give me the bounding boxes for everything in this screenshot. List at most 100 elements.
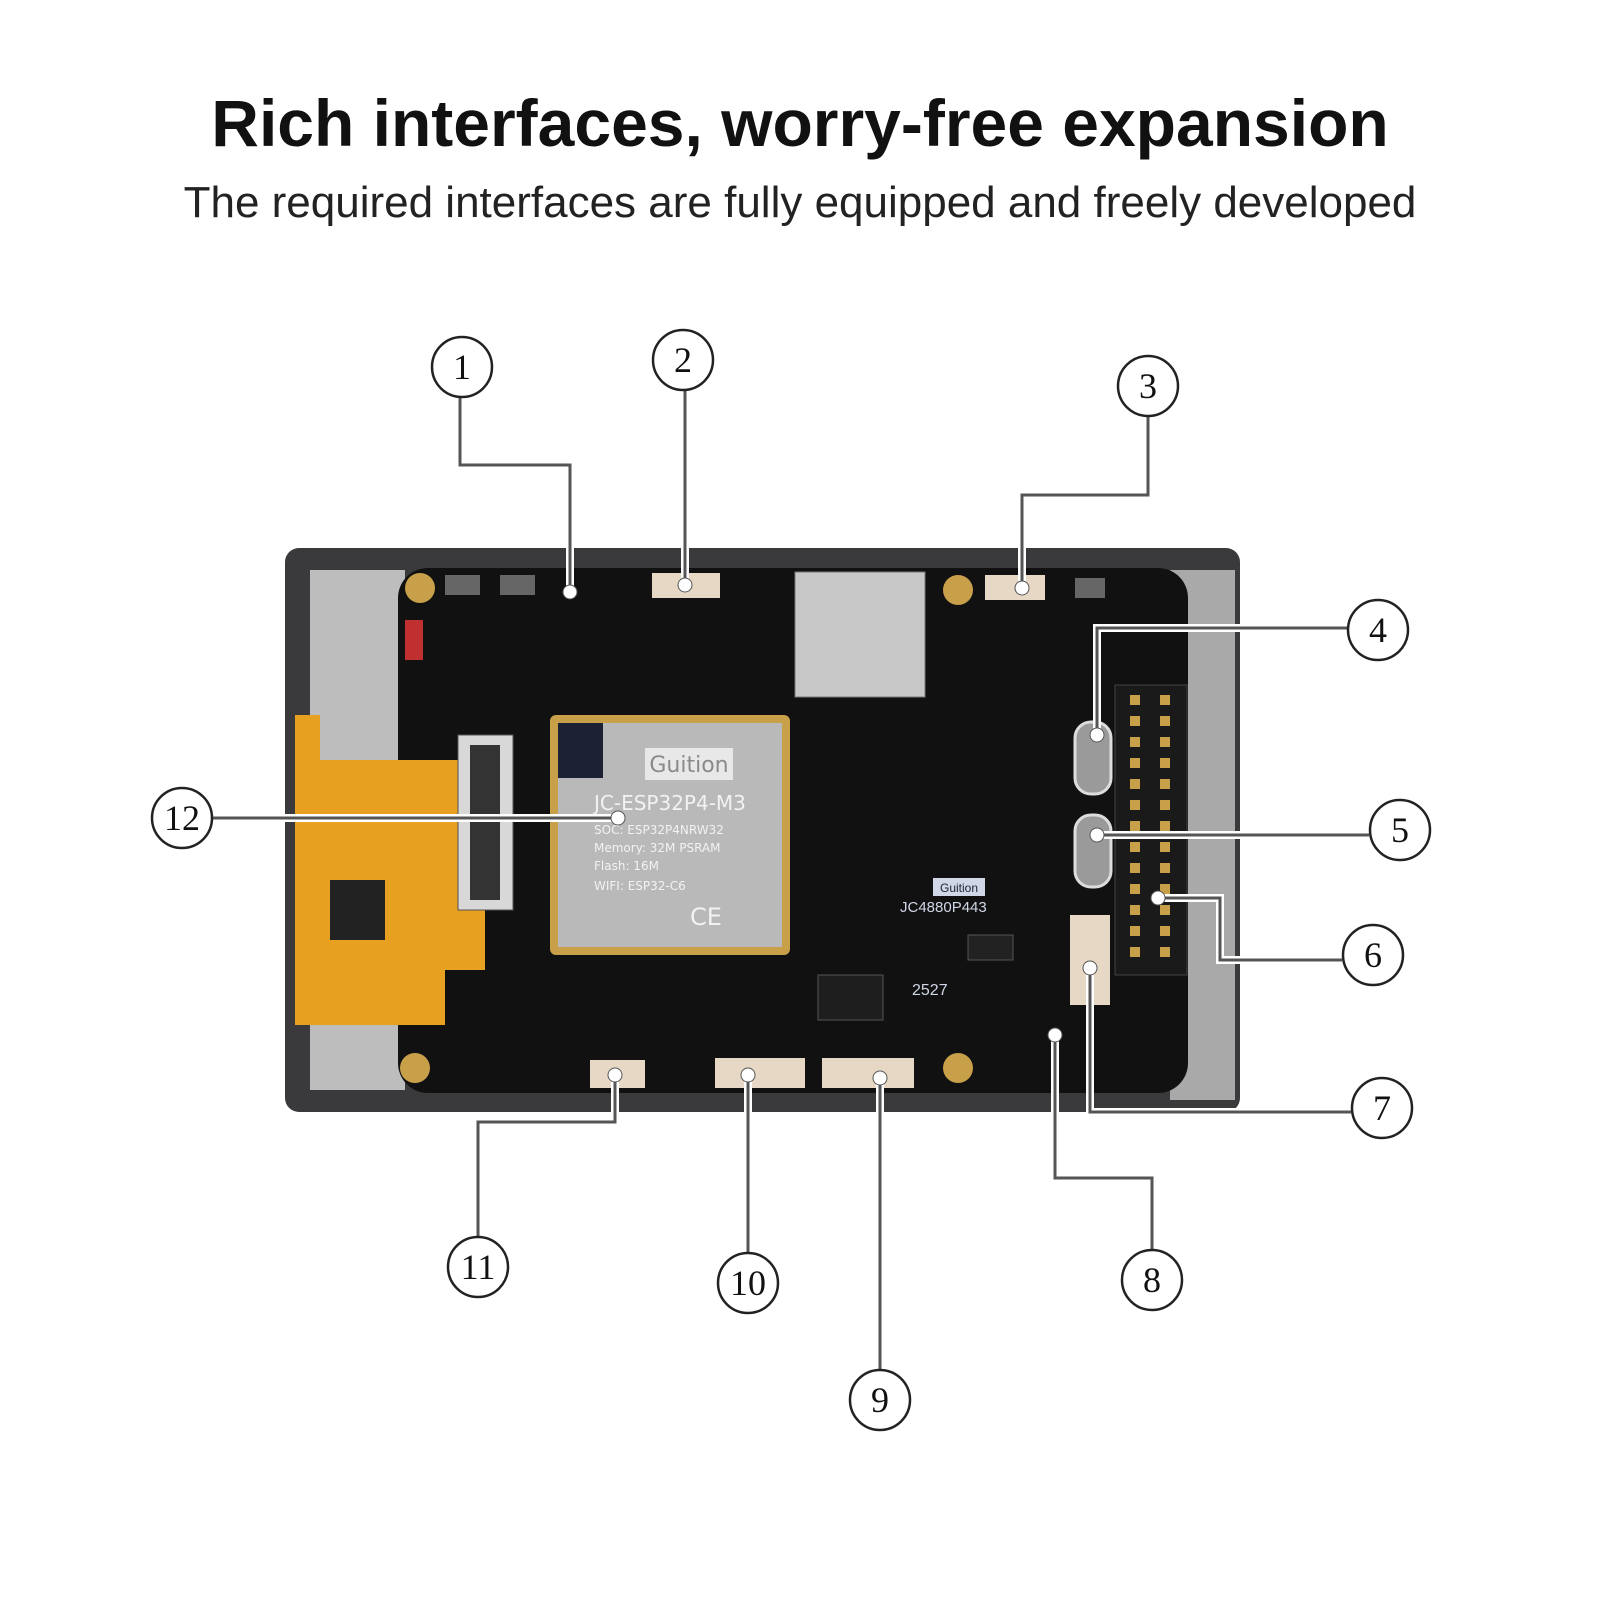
callout-number: 10 [730, 1263, 766, 1303]
header-pin [1130, 716, 1140, 726]
callout-dot [610, 810, 626, 826]
pin-header [1114, 684, 1188, 976]
module-brand: Guition [649, 753, 728, 778]
callout-number: 6 [1364, 935, 1382, 975]
callout-dot [1014, 580, 1030, 596]
header-pin [1130, 926, 1140, 936]
module-wifi: WIFI: ESP32-C6 [594, 879, 686, 893]
connector [715, 1058, 805, 1088]
callout-number: 11 [461, 1247, 496, 1287]
pcb [398, 568, 1188, 1093]
header-pin [1160, 737, 1170, 747]
sd-card-slot [794, 571, 926, 698]
callout-dot [677, 577, 693, 593]
callout-circle-1 [430, 335, 494, 399]
chip [967, 934, 1014, 961]
callout-circle-7 [1350, 1076, 1414, 1140]
callout-number: 4 [1369, 610, 1387, 650]
button [500, 575, 535, 595]
callout-circle-9 [848, 1368, 912, 1432]
header-pin [1160, 947, 1170, 957]
module-flash: Flash: 16M [594, 859, 659, 873]
header-pin [1130, 842, 1140, 852]
callout-circle-12 [150, 786, 214, 850]
callout-dot [1150, 890, 1166, 906]
usb-c-port [1073, 813, 1113, 889]
header-pin [1160, 926, 1170, 936]
fpc-chip [330, 880, 385, 940]
callout-number: 1 [453, 347, 471, 387]
module-memory: Memory: 32M PSRAM [594, 841, 721, 855]
header-pin [1130, 884, 1140, 894]
callout-number: 5 [1391, 810, 1409, 850]
board-model: JC4880P443 [900, 899, 987, 916]
callout-dot [1082, 960, 1098, 976]
callout-line-7 [1088, 968, 1351, 1114]
header-pin [1160, 821, 1170, 831]
callout-circle-10 [716, 1251, 780, 1315]
header-pin [1160, 695, 1170, 705]
date-code: 2527 [912, 982, 948, 999]
header-pin [1160, 842, 1170, 852]
callout-number: 12 [164, 798, 200, 838]
header-pin [1130, 905, 1140, 915]
callout-circle-6 [1341, 923, 1405, 987]
header-pin [1160, 905, 1170, 915]
callout-circle-11 [446, 1235, 510, 1299]
red-led [405, 620, 423, 660]
module-logo [645, 748, 733, 780]
callout-number: 3 [1139, 366, 1157, 406]
header-pin [1160, 800, 1170, 810]
header-pin [1160, 884, 1170, 894]
chip [817, 974, 884, 1021]
board-logo [933, 878, 985, 896]
fpc-cable [295, 715, 485, 1025]
header-pin [1130, 947, 1140, 957]
button [1075, 578, 1105, 598]
mount-hole [943, 575, 973, 605]
antenna-area [558, 723, 603, 778]
header-pins [1130, 695, 1170, 957]
connector [822, 1058, 914, 1088]
callout-lines [213, 391, 1369, 1369]
callout-line-1 [458, 398, 572, 592]
callout-line-3 [1020, 417, 1150, 588]
ce-mark: CE [690, 903, 722, 931]
callout-circle-4 [1346, 598, 1410, 662]
callout-line-8 [1053, 1035, 1154, 1249]
mount-hole [400, 1053, 430, 1083]
board-brand: Guition [940, 881, 978, 895]
button [445, 575, 480, 595]
callout-number: 9 [871, 1380, 889, 1420]
header-pin [1160, 716, 1170, 726]
callout-dot [1047, 1027, 1063, 1043]
header-pin [1130, 737, 1140, 747]
callout-dot [607, 1067, 623, 1083]
callout-dot [1089, 827, 1105, 843]
callout-dot [872, 1070, 888, 1086]
page-subtitle: The required interfaces are fully equipp… [183, 178, 1417, 227]
header-pin [1160, 758, 1170, 768]
callout-circle-2 [651, 328, 715, 392]
header-pin [1130, 863, 1140, 873]
header-pin [1130, 695, 1140, 705]
connector-slot [470, 745, 500, 900]
header-pin [1130, 821, 1140, 831]
header-pin [1130, 800, 1140, 810]
callout-circle-3 [1116, 354, 1180, 418]
header-pin [1160, 863, 1170, 873]
callout-dot [1089, 727, 1105, 743]
callout-dot [562, 584, 578, 600]
callout-line-6 [1158, 896, 1342, 962]
header-pin [1130, 758, 1140, 768]
header-pin [1130, 779, 1140, 789]
callout-number: 8 [1143, 1260, 1161, 1300]
page-title: Rich interfaces, worry-free expansion [211, 86, 1389, 160]
mount-hole [943, 1053, 973, 1083]
callout-number: 7 [1373, 1088, 1391, 1128]
callout-circle-5 [1368, 798, 1432, 862]
callout-line-4 [1095, 626, 1347, 735]
header-pin [1160, 779, 1170, 789]
